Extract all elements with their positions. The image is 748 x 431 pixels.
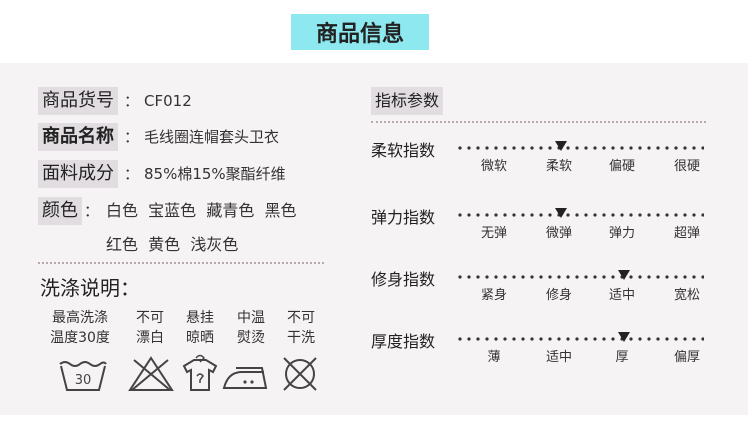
index-level-marker-icon [618, 332, 630, 342]
index-dot-scale [458, 337, 704, 341]
index-dot-scale [458, 146, 704, 150]
fabric-value: 85%棉15%聚酯纤维 [144, 165, 286, 183]
index-tick-label: 厚 [615, 350, 629, 365]
wash-instructions-title: 洗涤说明： [40, 276, 140, 300]
index-tick-label: 无弹 [480, 226, 507, 241]
index-tick-label: 偏厚 [673, 350, 700, 365]
wash-item-line2: 熨烫 [237, 330, 265, 346]
hang-dry-icon [182, 354, 218, 391]
wash-item-line1: 最高洗涤 [52, 310, 108, 326]
index-tick-label: 偏硬 [608, 159, 635, 174]
name-label: 商品名称 [38, 123, 118, 151]
wash-item-line2: 干洗 [287, 330, 315, 346]
color-values-line2: 红色 黄色 浅灰色 [106, 235, 239, 254]
iron-medium-icon [222, 367, 268, 389]
no-dryclean-icon [283, 357, 317, 391]
index-tick-label: 超弹 [673, 226, 700, 241]
page-title: 商品信息 [291, 14, 429, 50]
index-tick-label: 适中 [545, 350, 572, 365]
name-colon: ： [124, 128, 140, 146]
color-values-line1: 白色 宝蓝色 藏青色 黑色 [106, 201, 297, 220]
wash-item-line1: 不可 [136, 310, 164, 326]
index-name: 柔软指数 [371, 141, 436, 160]
index-tick-label: 适中 [608, 288, 635, 303]
wash-item-line1: 中温 [237, 310, 265, 326]
index-name: 弹力指数 [371, 208, 436, 227]
left-divider [38, 262, 324, 264]
wash-item-line1: 悬挂 [186, 310, 214, 326]
wash-item-dryclean: 不可 干洗 [271, 308, 331, 348]
fabric-colon: ： [124, 165, 140, 183]
right-divider [371, 121, 706, 123]
no-bleach-icon [128, 356, 174, 391]
index-tick-label: 修身 [545, 288, 572, 303]
sku-label: 商品货号 [38, 87, 118, 115]
wash-item-line1: 不可 [287, 310, 315, 326]
washtub-30-icon: 30 [59, 361, 107, 391]
index-dot-scale [458, 213, 704, 217]
index-tick-label: 宽松 [673, 288, 700, 303]
sku-value: CF012 [144, 92, 192, 110]
index-tick-label: 紧身 [480, 288, 507, 303]
wash-item-bleach: 不可 漂白 [120, 308, 180, 348]
index-tick-label: 薄 [487, 350, 501, 365]
color-label: 颜色 [38, 197, 82, 225]
wash-item-line2: 晾晒 [186, 330, 214, 346]
index-name: 修身指数 [371, 270, 436, 289]
washtub-temp-text: 30 [75, 373, 92, 388]
index-tick-label: 柔软 [545, 159, 572, 174]
indices-title: 指标参数 [371, 87, 444, 115]
index-level-marker-icon [555, 208, 567, 218]
index-dot-scale [458, 275, 704, 279]
color-colon: ： [84, 202, 100, 220]
index-tick-label: 微软 [480, 159, 507, 174]
index-tick-label: 微弹 [545, 226, 572, 241]
index-level-marker-icon [618, 270, 630, 280]
wash-item-line2: 漂白 [136, 330, 164, 346]
fabric-label: 面料成分 [38, 160, 118, 188]
wash-item-iron: 中温 熨烫 [221, 308, 281, 348]
index-tick-label: 弹力 [608, 226, 635, 241]
wash-item-dry: 悬挂 晾晒 [170, 308, 230, 348]
index-tick-label: 很硬 [673, 159, 700, 174]
wash-item-temp: 最高洗涤 温度30度 [50, 308, 110, 348]
wash-item-line2: 温度30度 [50, 330, 110, 346]
index-level-marker-icon [555, 141, 567, 151]
sku-colon: ： [124, 92, 140, 110]
name-value: 毛线圈连帽套头卫衣 [144, 128, 280, 146]
index-name: 厚度指数 [371, 332, 436, 351]
